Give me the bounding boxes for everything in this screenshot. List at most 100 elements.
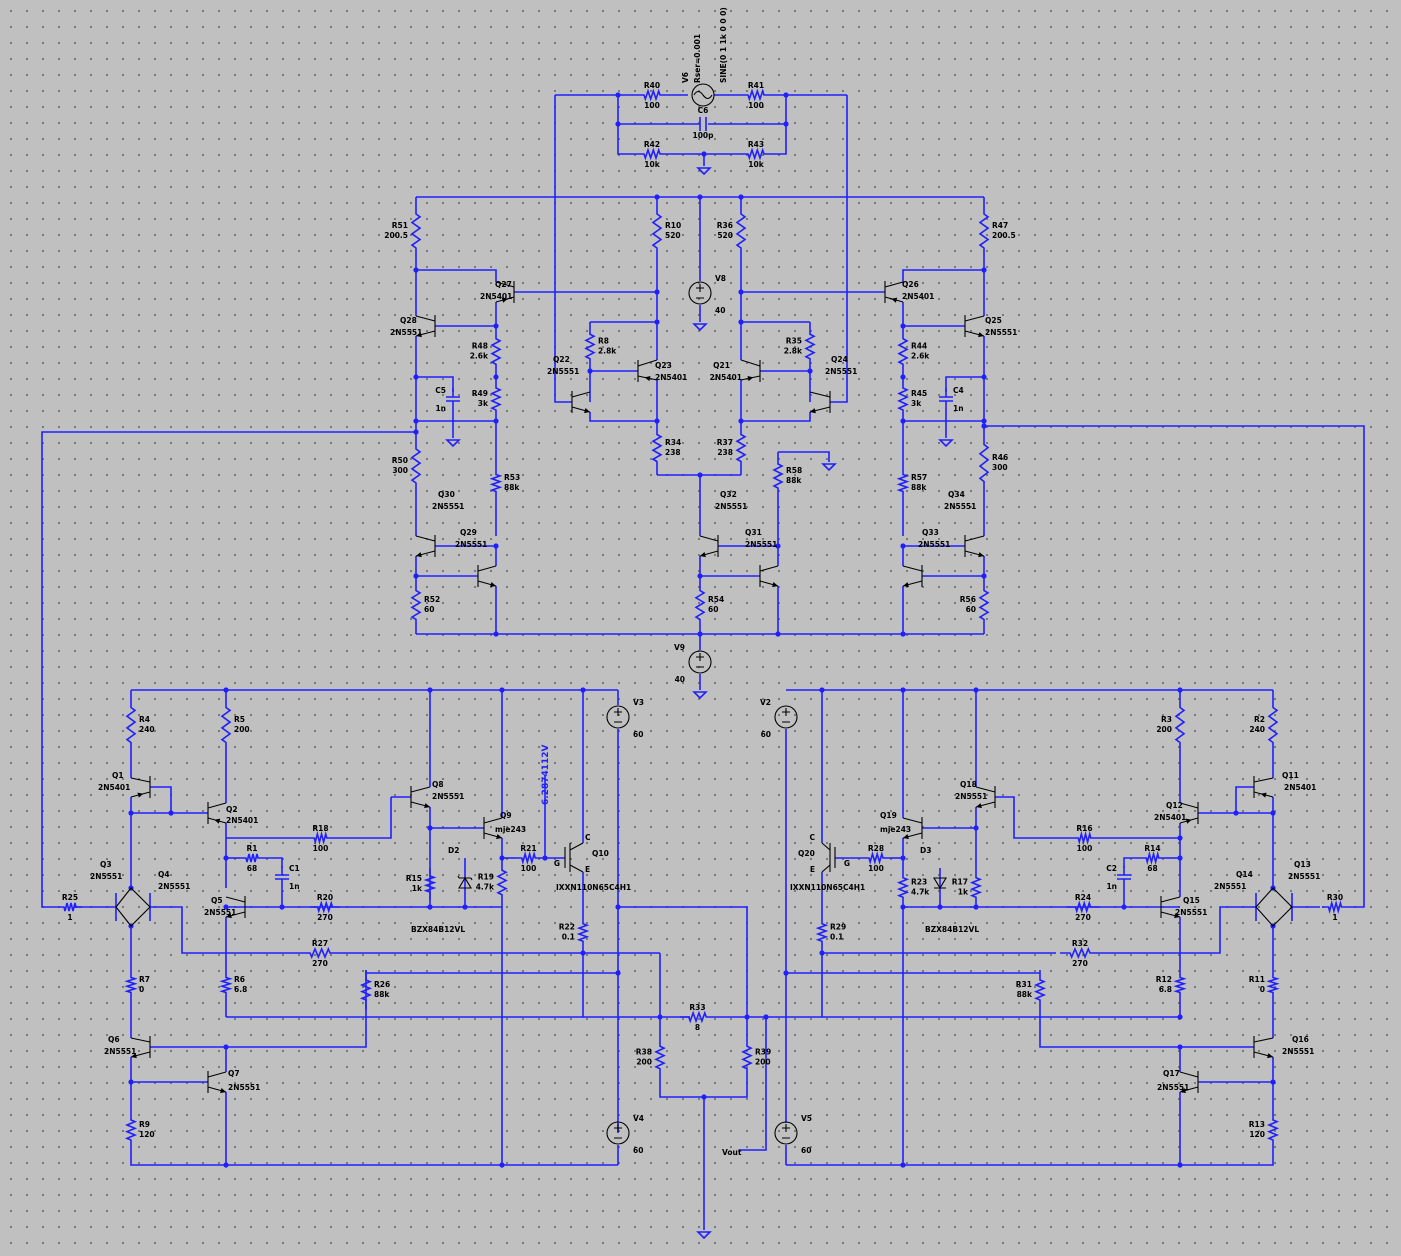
resistor-R38[interactable] xyxy=(654,1035,666,1080)
resistor-R23[interactable] xyxy=(896,868,910,907)
resistor-R48[interactable] xyxy=(490,326,502,377)
wire xyxy=(822,1000,1181,1018)
resistor-R6[interactable] xyxy=(219,970,233,1000)
source-V3[interactable] xyxy=(606,705,630,729)
capacitor-C6[interactable] xyxy=(699,117,707,131)
source-V5[interactable] xyxy=(774,1121,798,1145)
resistor-R44[interactable] xyxy=(897,326,909,377)
capacitor-C2[interactable] xyxy=(1117,866,1131,888)
label: Q29 xyxy=(460,528,477,537)
junction-dot xyxy=(168,810,174,816)
transistor-Q10[interactable] xyxy=(564,842,584,873)
resistor-R32[interactable] xyxy=(1060,946,1100,960)
capacitor-C5[interactable] xyxy=(446,388,460,410)
resistor-R54[interactable] xyxy=(694,576,706,634)
resistor-R53[interactable] xyxy=(489,466,503,500)
resistor-R50-value: 300 xyxy=(392,466,408,475)
resistor-R7[interactable] xyxy=(124,970,138,1000)
resistor-R51[interactable] xyxy=(410,197,422,265)
zener-D2[interactable] xyxy=(457,875,473,889)
resistor-R9[interactable] xyxy=(124,1110,138,1150)
source-V6[interactable] xyxy=(691,83,715,107)
transistor-pair-Q13-Q14[interactable] xyxy=(1255,887,1293,927)
resistor-R27[interactable] xyxy=(300,946,340,960)
resistor-R46[interactable] xyxy=(978,426,990,500)
resistor-R24[interactable] xyxy=(1068,900,1098,914)
resistor-R39-value: 200 xyxy=(755,1058,771,1067)
resistor-R42[interactable] xyxy=(636,147,668,161)
resistor-R19[interactable] xyxy=(496,858,508,907)
resistor-R40[interactable] xyxy=(636,88,668,102)
resistor-R18[interactable] xyxy=(308,830,333,846)
capacitor-C1[interactable] xyxy=(275,866,289,888)
resistor-R10-label: R10 xyxy=(665,221,681,230)
resistor-R34[interactable] xyxy=(651,421,663,475)
capacitor-C4[interactable] xyxy=(939,388,953,410)
resistor-R47[interactable] xyxy=(978,197,990,265)
resistor-R1[interactable] xyxy=(240,853,264,863)
resistor-R8[interactable] xyxy=(584,322,596,371)
resistor-R22[interactable] xyxy=(576,915,590,950)
resistor-R26[interactable] xyxy=(359,970,373,1010)
label: C xyxy=(809,833,815,842)
resistor-R35[interactable] xyxy=(804,322,816,371)
junction-dot xyxy=(1177,1162,1183,1168)
resistor-R16[interactable] xyxy=(1072,830,1097,846)
resistor-R17-value: 1k xyxy=(958,888,969,897)
resistor-R21[interactable] xyxy=(515,851,542,865)
transistor-Q21-arrow-icon xyxy=(747,375,754,382)
resistor-R14[interactable] xyxy=(1140,850,1165,866)
resistor-R15[interactable] xyxy=(423,868,437,900)
resistor-R10[interactable] xyxy=(651,197,663,265)
resistor-R38-value: 200 xyxy=(636,1058,652,1067)
resistor-R56[interactable] xyxy=(978,576,990,634)
resistor-R52[interactable] xyxy=(410,576,422,634)
resistor-R50[interactable] xyxy=(410,432,422,500)
zener-D3[interactable] xyxy=(933,877,947,890)
resistor-R57[interactable] xyxy=(896,466,910,500)
resistor-R33[interactable] xyxy=(680,1010,715,1024)
resistor-R34-label: R34 xyxy=(665,438,681,447)
resistor-R11[interactable] xyxy=(1266,970,1280,1000)
resistor-R58[interactable] xyxy=(772,452,784,500)
transistor-pair-Q3-Q4[interactable] xyxy=(115,887,151,927)
resistor-R5[interactable] xyxy=(220,690,232,760)
resistor-R29[interactable] xyxy=(815,915,829,950)
resistor-R45[interactable] xyxy=(897,377,909,421)
resistor-R30[interactable] xyxy=(1322,899,1348,915)
resistor-R28[interactable] xyxy=(862,851,890,865)
resistor-R3[interactable] xyxy=(1174,690,1186,760)
source-V4[interactable] xyxy=(606,1121,630,1145)
resistor-R3-label: R3 xyxy=(1161,715,1172,724)
source-V9[interactable] xyxy=(688,650,712,674)
resistor-R41-label: R41 xyxy=(748,81,764,90)
resistor-R49[interactable] xyxy=(490,377,502,421)
resistor-R2[interactable] xyxy=(1267,690,1279,760)
resistor-R20[interactable] xyxy=(310,900,340,914)
resistor-R31[interactable] xyxy=(1033,970,1047,1010)
resistor-R4[interactable] xyxy=(125,690,137,760)
resistor-R39[interactable] xyxy=(741,1035,753,1080)
resistor-R8-value: 2.8k xyxy=(598,347,617,356)
junction-dot xyxy=(1177,1044,1183,1050)
resistor-R12-label: R12 xyxy=(1156,975,1172,984)
wire xyxy=(995,796,1072,839)
source-V8[interactable] xyxy=(688,281,712,305)
resistor-R43[interactable] xyxy=(740,147,772,161)
resistor-R13[interactable] xyxy=(1266,1110,1280,1150)
transistor-Q20[interactable] xyxy=(821,842,836,873)
resistor-R17[interactable] xyxy=(969,868,983,907)
wire xyxy=(130,1057,208,1083)
resistor-R37[interactable] xyxy=(735,421,747,475)
transistor-Q30-arrow-icon xyxy=(416,552,422,558)
resistor-R33-value: 8 xyxy=(695,1023,700,1032)
resistor-R41[interactable] xyxy=(740,88,772,102)
resistor-R12[interactable] xyxy=(1173,970,1187,1000)
resistor-R25[interactable] xyxy=(58,902,82,912)
resistor-R42-label: R42 xyxy=(644,140,660,149)
resistor-R36[interactable] xyxy=(735,197,747,265)
source-V2[interactable] xyxy=(774,705,798,729)
resistor-R30-label: R30 xyxy=(1327,893,1343,902)
